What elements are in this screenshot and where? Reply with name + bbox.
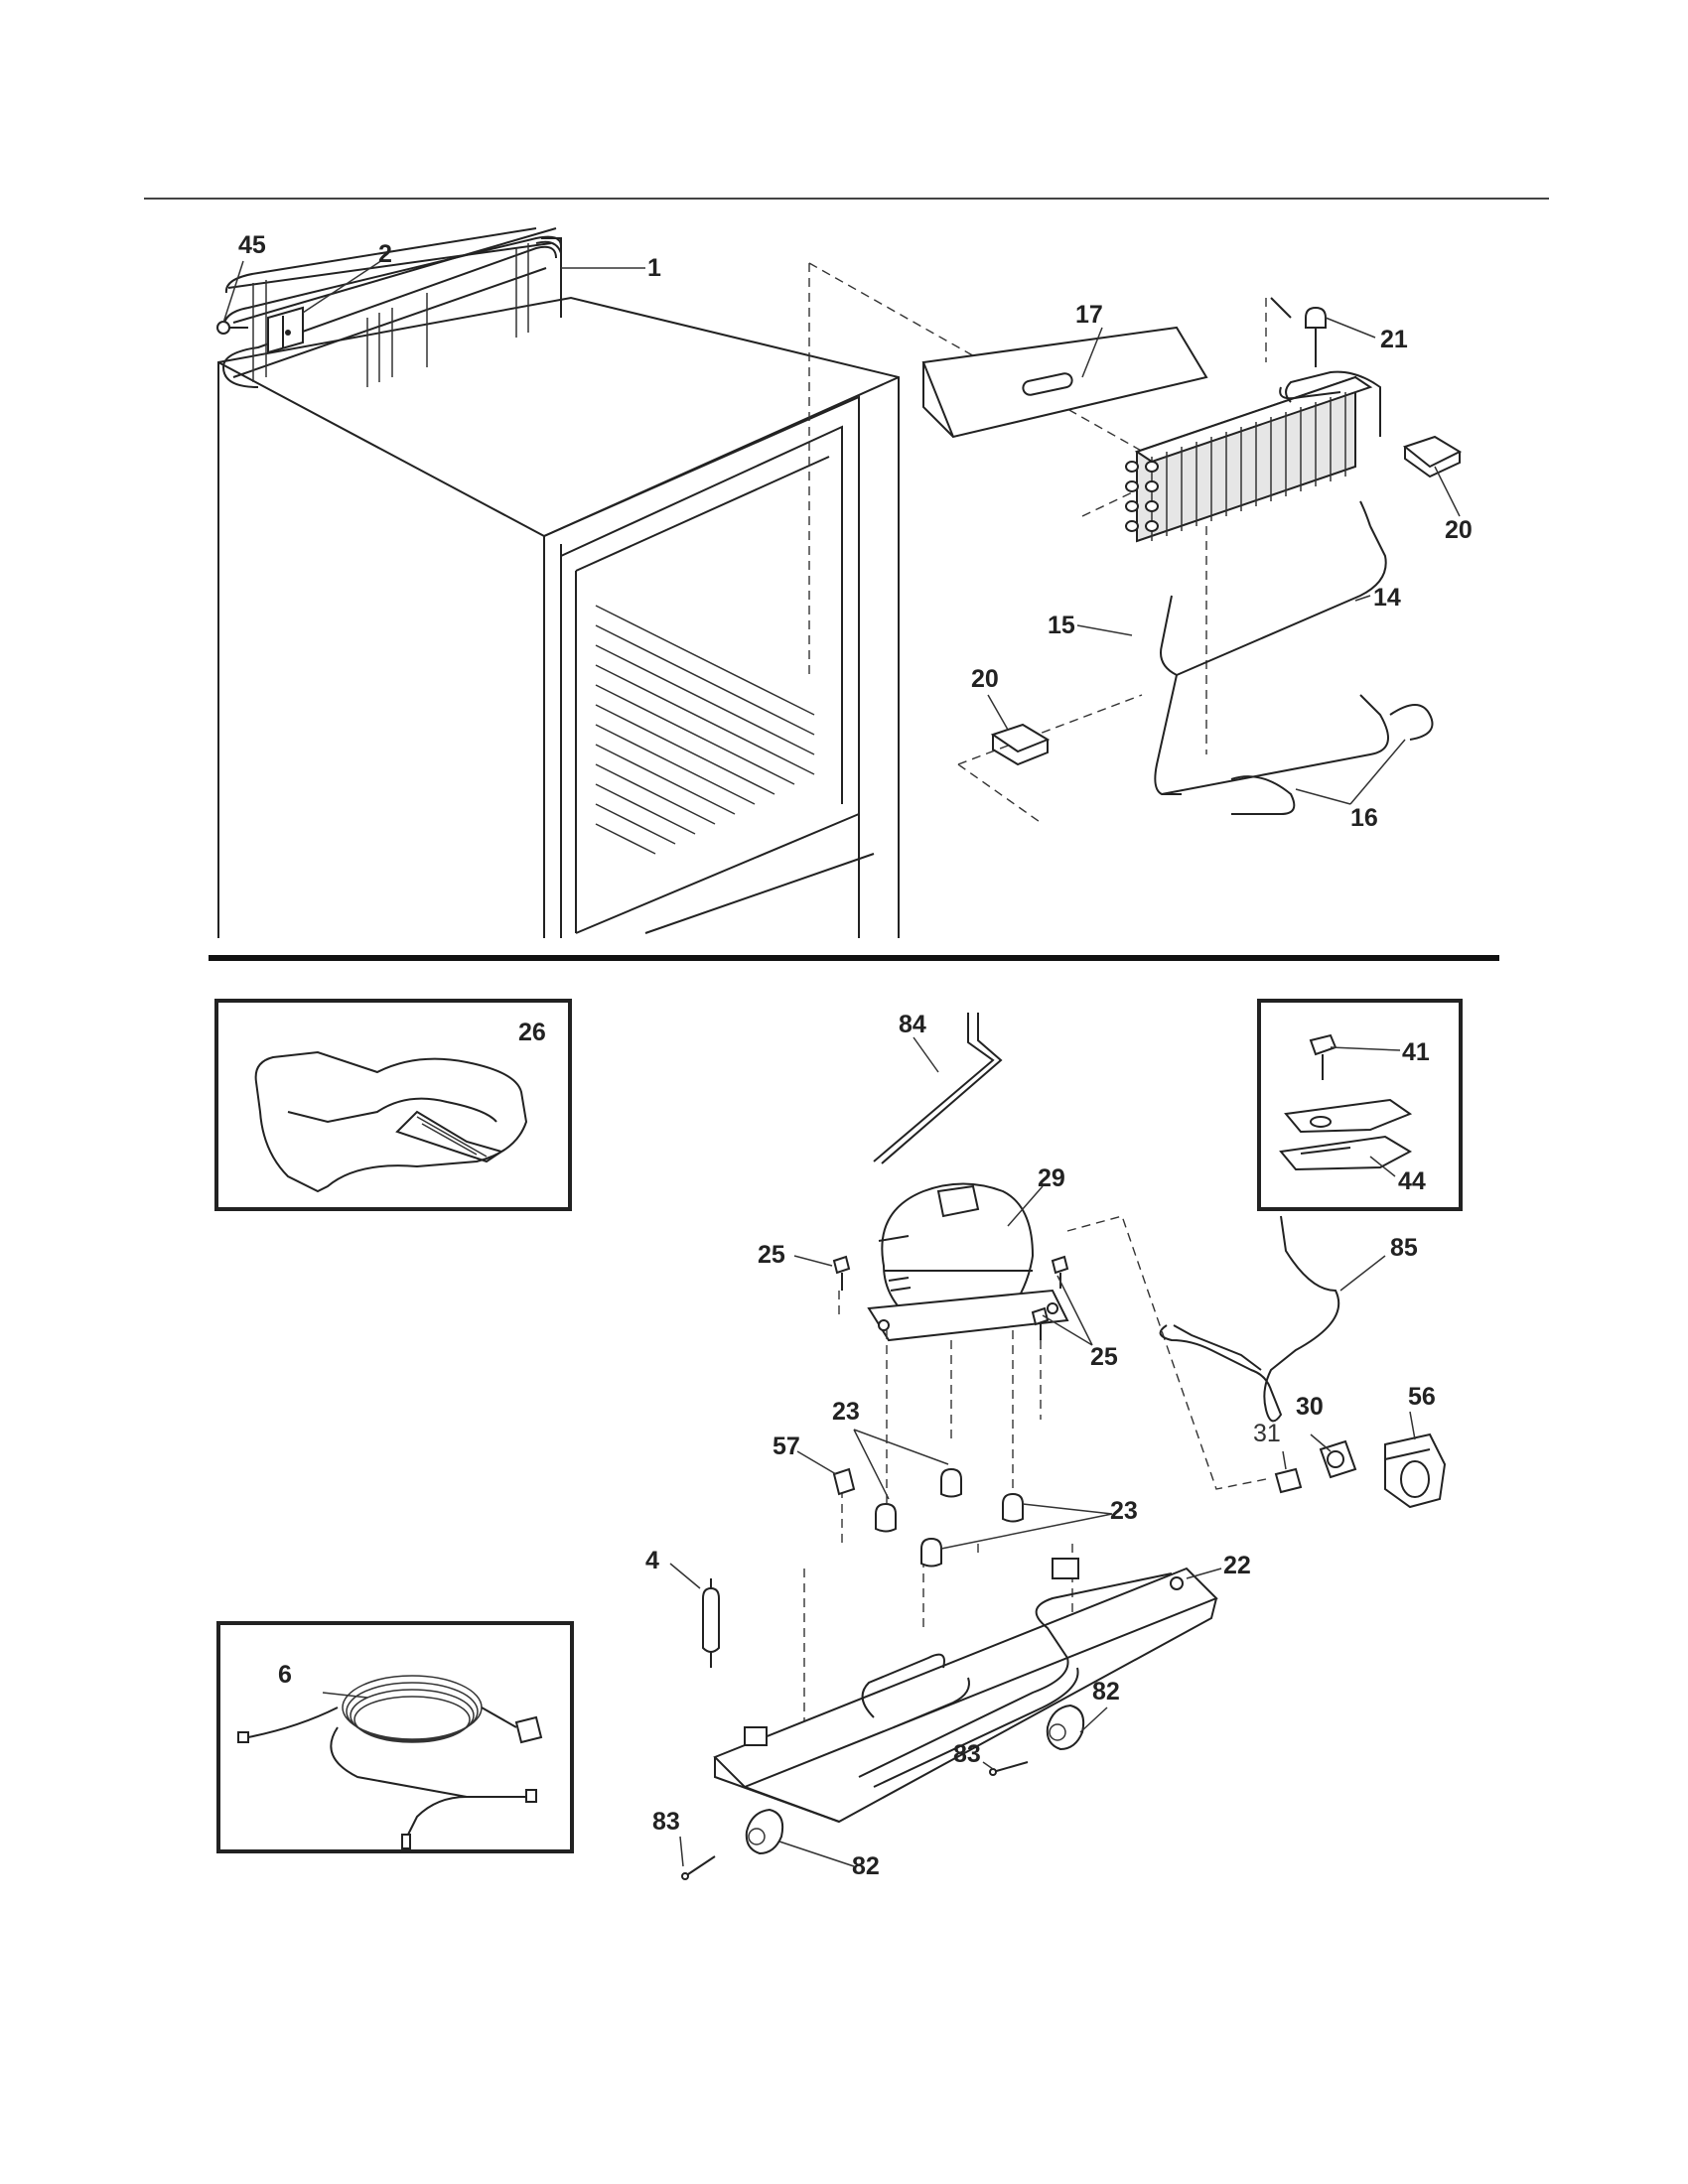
drain-pan-26 bbox=[254, 1050, 528, 1193]
evaporator-15 bbox=[1125, 370, 1381, 543]
overload-31 bbox=[1274, 1467, 1303, 1494]
roller-82-right bbox=[1046, 1704, 1085, 1751]
callout-1: 1 bbox=[647, 254, 661, 282]
screw-45 bbox=[216, 321, 248, 335]
callout-16: 16 bbox=[1350, 804, 1378, 832]
roller-82-left bbox=[745, 1808, 784, 1855]
condenser-coil bbox=[221, 227, 562, 388]
callout-31: 31 bbox=[1253, 1420, 1281, 1447]
drier-4 bbox=[702, 1578, 720, 1668]
callout-22: 22 bbox=[1223, 1552, 1251, 1579]
callout-6: 6 bbox=[278, 1661, 292, 1689]
compressor-29 bbox=[867, 1182, 1069, 1342]
callout-45: 45 bbox=[238, 231, 266, 259]
callout-82-left: 82 bbox=[852, 1852, 880, 1880]
callout-25-right: 25 bbox=[1090, 1343, 1118, 1371]
inset-box-6 bbox=[216, 1621, 574, 1853]
callout-82-right: 82 bbox=[1092, 1678, 1120, 1706]
power-cord-6 bbox=[237, 1675, 543, 1849]
heater-14 bbox=[1154, 500, 1434, 815]
callout-14: 14 bbox=[1373, 584, 1401, 612]
pad-20-left bbox=[990, 723, 1051, 766]
callout-83-right: 83 bbox=[953, 1740, 981, 1768]
callout-21: 21 bbox=[1380, 326, 1408, 353]
callout-57: 57 bbox=[773, 1433, 800, 1460]
callout-84: 84 bbox=[899, 1011, 926, 1038]
bracket-2 bbox=[267, 306, 304, 354]
callout-20-right: 20 bbox=[1445, 516, 1473, 544]
callout-41: 41 bbox=[1402, 1038, 1430, 1066]
callout-4: 4 bbox=[645, 1547, 659, 1574]
callout-15: 15 bbox=[1048, 612, 1075, 639]
callout-23-upper: 23 bbox=[832, 1398, 860, 1426]
clip-57 bbox=[832, 1467, 856, 1496]
alignment-lines-lower bbox=[803, 1215, 1267, 1747]
callout-2: 2 bbox=[378, 240, 392, 268]
grommets-23 bbox=[875, 1467, 1024, 1568]
callout-labels: 45 2 1 17 21 20 14 15 20 16 26 84 41 44 … bbox=[238, 231, 1473, 1880]
callout-29: 29 bbox=[1038, 1164, 1065, 1192]
callout-17: 17 bbox=[1075, 301, 1103, 329]
evaporator-cover-17 bbox=[921, 326, 1208, 439]
part-21 bbox=[1270, 297, 1327, 367]
callout-44: 44 bbox=[1398, 1167, 1426, 1195]
cover-56 bbox=[1384, 1433, 1447, 1509]
callout-23-lower: 23 bbox=[1110, 1497, 1138, 1525]
base-pan-22 bbox=[713, 1558, 1218, 1824]
pin-83-left bbox=[681, 1855, 716, 1880]
cabinet bbox=[217, 296, 900, 938]
callout-26: 26 bbox=[518, 1019, 546, 1046]
tube-84 bbox=[873, 1013, 1003, 1164]
callout-25-left: 25 bbox=[758, 1241, 785, 1269]
callout-83-left: 83 bbox=[652, 1808, 680, 1836]
callout-20-left: 20 bbox=[971, 665, 999, 693]
callout-30: 30 bbox=[1296, 1393, 1324, 1421]
callout-85: 85 bbox=[1390, 1234, 1418, 1262]
pad-20-right bbox=[1402, 435, 1463, 478]
callout-56: 56 bbox=[1408, 1383, 1436, 1411]
tube-85 bbox=[1159, 1215, 1340, 1423]
leader-lines bbox=[222, 259, 1461, 1867]
pin-83-right bbox=[989, 1761, 1029, 1776]
bracket-44 bbox=[1279, 1098, 1413, 1171]
